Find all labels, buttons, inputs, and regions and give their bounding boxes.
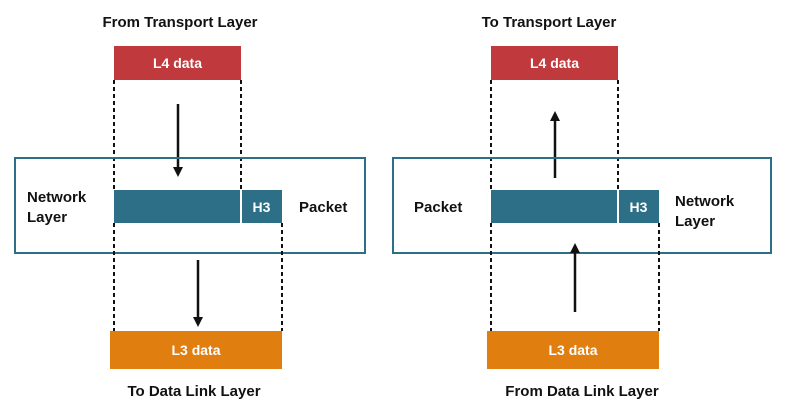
right-h3-header-label: H3	[630, 199, 648, 215]
left-layer-label-line1: Network	[27, 189, 87, 206]
left-network-layer-frame	[14, 157, 366, 254]
left-layer-label-line2: Layer	[27, 209, 67, 226]
right-network-layer-frame	[392, 157, 772, 254]
left-l3-data-label: L3 data	[171, 342, 220, 358]
right-diagram: To Transport Layer L4 data Packet H3 Net…	[392, 14, 772, 400]
right-l4-data-box	[491, 46, 618, 80]
right-l3-data-label: L3 data	[548, 342, 597, 358]
right-layer-label-line1: Network	[675, 193, 735, 210]
left-bottom-caption: To Data Link Layer	[127, 383, 260, 400]
left-l4-data-label: L4 data	[153, 55, 202, 71]
right-l3-data-box	[487, 331, 659, 369]
right-top-caption: To Transport Layer	[482, 14, 617, 31]
left-h3-header-label: H3	[253, 199, 271, 215]
left-packet-bar	[114, 190, 282, 223]
right-packet-bar	[491, 190, 659, 223]
left-diagram: From Transport Layer L4 data Network Lay…	[14, 14, 366, 400]
right-bottom-caption: From Data Link Layer	[505, 383, 659, 400]
left-packet-label: Packet	[299, 199, 347, 216]
right-packet-label: Packet	[414, 199, 462, 216]
left-top-caption: From Transport Layer	[102, 14, 257, 31]
left-l4-data-box	[114, 46, 241, 80]
left-l3-data-box	[110, 331, 282, 369]
right-layer-label-line2: Layer	[675, 213, 715, 230]
right-l4-data-label: L4 data	[530, 55, 579, 71]
